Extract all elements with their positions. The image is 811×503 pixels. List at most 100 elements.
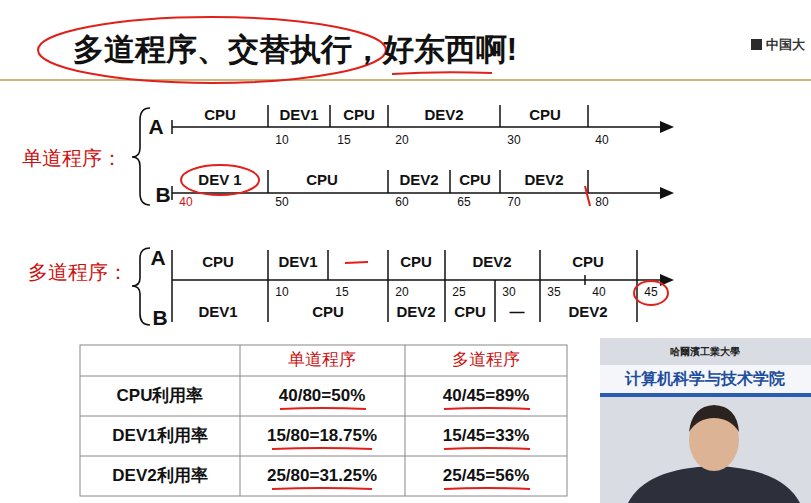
- timeline-axis: [172, 105, 662, 134]
- timeline-segment-label: CPU: [306, 171, 338, 188]
- red-dash: [345, 262, 368, 263]
- lecturer-hair: [689, 405, 739, 432]
- video-background: [600, 338, 811, 503]
- time-tick-number: 35: [547, 286, 560, 300]
- timeline-segment-label: DEV1: [278, 253, 317, 270]
- time-tick-number: 60: [395, 196, 408, 210]
- program-letter: B: [152, 306, 167, 330]
- timeline-segment-label: CPU: [202, 253, 234, 270]
- table-cell: 25/45=56%: [443, 466, 530, 486]
- red-underline: [444, 448, 530, 449]
- timeline-segment-label: CPU: [454, 303, 486, 320]
- mode-label: 多道程序：: [28, 261, 128, 284]
- table-border: [80, 345, 567, 496]
- axis-line: [172, 279, 662, 281]
- table-header: 多道程序: [452, 350, 520, 370]
- red-underline: [272, 448, 372, 449]
- time-tick-number: 80: [595, 196, 608, 210]
- time-tick-number: 45: [644, 286, 657, 300]
- header-rule: [0, 79, 811, 81]
- table-cell: 40/80=50%: [279, 386, 366, 406]
- red-underline: [392, 72, 492, 74]
- axis-tick: [387, 250, 389, 322]
- table-cell: DEV1利用率: [112, 426, 207, 446]
- axis-tick: [171, 186, 173, 200]
- red-circle: [181, 165, 259, 195]
- timeline-segment-label: DEV1: [198, 303, 237, 320]
- axis-tick: [587, 170, 589, 193]
- red-underline: [272, 488, 372, 489]
- time-tick-number: 10: [275, 134, 288, 148]
- time-tick-number: 30: [502, 286, 515, 300]
- timeline-segment-label: DEV2: [396, 303, 435, 320]
- axis-tick: [267, 250, 269, 322]
- axis-tick: [329, 105, 331, 127]
- time-tick-number: 20: [395, 286, 408, 300]
- lecturer-body: [628, 466, 800, 503]
- axis-tick: [387, 105, 389, 127]
- axis-tick: [387, 170, 389, 193]
- red-mark: [585, 186, 590, 206]
- timeline-segment-label: DEV2: [568, 303, 607, 320]
- arrow-head: [660, 121, 674, 133]
- timeline-segment-label: CPU: [312, 303, 344, 320]
- time-tick-number: 15: [335, 286, 348, 300]
- timeline-axis: [172, 250, 662, 322]
- table-cell: CPU利用率: [117, 386, 204, 406]
- institution-banner-text: 计算机科学与技术学院: [625, 370, 785, 388]
- timeline-segment-label: DEV2: [524, 171, 563, 188]
- time-tick-number: 10: [275, 286, 288, 300]
- curly-brace: [132, 248, 150, 325]
- axis-tick: [327, 250, 329, 280]
- axis-tick: [171, 120, 173, 134]
- axis-tick: [267, 105, 269, 127]
- timeline-segment-label: CPU: [529, 106, 561, 123]
- red-underline: [444, 488, 530, 489]
- axis-tick: [444, 250, 446, 322]
- table-rule: [80, 376, 567, 377]
- table-grid: [80, 345, 567, 496]
- time-tick-number: 70: [507, 196, 520, 210]
- time-tick-number: 40: [592, 286, 605, 300]
- axis-tick: [499, 170, 501, 193]
- table-cell: 40/45=89%: [443, 386, 530, 406]
- timeline-segment-label: CPU: [204, 106, 236, 123]
- arrow-head: [660, 187, 674, 199]
- timeline-segment-label: —: [510, 303, 525, 320]
- program-letter: A: [150, 246, 165, 270]
- axis-tick: [267, 170, 269, 193]
- timeline-segment-label: DEV1: [279, 106, 318, 123]
- table-cell: 25/80=31.25%: [267, 466, 377, 486]
- time-tick-number: 40: [179, 196, 192, 210]
- time-tick-number: 20: [395, 134, 408, 148]
- axis-tick: [587, 105, 589, 127]
- table-cell: 15/45=33%: [443, 426, 530, 446]
- time-tick-number: 65: [457, 196, 470, 210]
- timeline-segment-label: DEV2: [399, 171, 438, 188]
- table-header: 单道程序: [288, 350, 356, 370]
- timeline-segment-label: DEV2: [424, 106, 463, 123]
- program-letter: A: [148, 115, 163, 139]
- axis-tick: [539, 250, 541, 322]
- red-underline: [280, 408, 366, 409]
- timeline-axis: [172, 170, 662, 200]
- time-tick-number: 40: [595, 134, 608, 148]
- timeline-segment-label: CPU: [459, 171, 491, 188]
- time-tick-number: 15: [337, 134, 350, 148]
- timeline-segment-label: CPU: [400, 253, 432, 270]
- table-cell: DEV2利用率: [112, 466, 207, 486]
- timeline-segment-label: CPU: [572, 253, 604, 270]
- table-rule: [80, 416, 567, 417]
- banner: [600, 365, 811, 393]
- handwritten-marks: [38, 17, 668, 489]
- logo-icon: [751, 39, 762, 50]
- timeline-segment-label: DEV2: [472, 253, 511, 270]
- curly-brace: [132, 108, 150, 205]
- axis-tick: [499, 105, 501, 127]
- red-circle: [634, 281, 668, 305]
- table-rule: [405, 345, 406, 496]
- timeline-segment-label: CPU: [343, 106, 375, 123]
- institution-logo-text: 哈爾濱工業大學: [670, 346, 740, 358]
- slide-title: 多道程序、交替执行，好东西啊!: [73, 32, 517, 68]
